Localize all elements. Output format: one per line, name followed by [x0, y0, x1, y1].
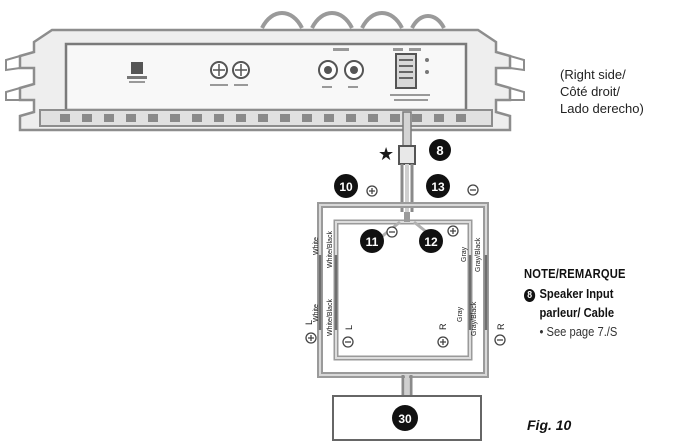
side-note-line-3: Lado derecho)	[560, 101, 644, 116]
label-r-outer: R	[496, 323, 506, 330]
label-white-bottom: White	[313, 304, 320, 322]
note-title: NOTE/REMARQUE	[524, 266, 626, 281]
side-note-line-2: Côté droit/	[560, 84, 620, 99]
svg-text:12: 12	[424, 235, 438, 249]
label-gray-bottom: Gray	[457, 306, 464, 322]
label-white-black-bottom: White/Black	[327, 299, 334, 336]
svg-text:30: 30	[398, 412, 412, 426]
amplifier-side-panel	[5, 11, 525, 132]
label-gray-black-top: Gray/Black	[475, 237, 482, 272]
label-r-inner: R	[438, 323, 448, 330]
svg-text:11: 11	[366, 235, 379, 249]
callout-8: 8	[429, 139, 451, 161]
callout-13: 13	[426, 174, 450, 198]
label-l-outer: L	[304, 320, 314, 325]
note-item-line-2: parleur/ Cable	[539, 305, 615, 320]
label-l-inner: L	[344, 325, 354, 330]
note-item-line-3: • See page 7./S	[539, 324, 618, 339]
callout-11: 11	[360, 229, 384, 253]
note-item-number: 8	[524, 289, 536, 302]
callout-10: 10	[334, 174, 358, 198]
svg-text:8: 8	[436, 143, 443, 158]
label-white-top: White	[313, 237, 320, 255]
label-gray-top: Gray	[461, 246, 468, 262]
label-gray-black-bottom: Gray/Black	[471, 301, 478, 336]
cable-color-labels: White White/Black Gray Gray/Black White …	[304, 231, 506, 336]
callout-markers: 8 10 13 11 12 30	[334, 139, 451, 431]
rca-input-jacks	[318, 48, 364, 88]
side-note-line-1: (Right side/	[560, 67, 626, 82]
callout-12: 12	[419, 229, 443, 253]
speaker-input-connector	[390, 48, 430, 101]
figure-caption: Fig. 10	[527, 417, 572, 433]
polarity-symbols	[305, 184, 506, 348]
svg-text:13: 13	[431, 180, 445, 194]
speaker-input-cable	[398, 111, 416, 212]
speaker-harness	[317, 202, 489, 395]
bottom-vents	[60, 114, 466, 122]
label-white-black-top: White/Black	[327, 231, 334, 268]
star-marker: ★	[378, 144, 394, 164]
panel-logo-icon	[127, 62, 147, 83]
note-item-text-1: Speaker Input	[539, 286, 614, 301]
side-note: (Right side/ Côté droit/ Lado derecho)	[560, 66, 644, 117]
svg-text:10: 10	[339, 180, 353, 194]
callout-30: 30	[392, 405, 418, 431]
speaker-input-plug	[398, 145, 416, 165]
gain-knobs	[210, 61, 250, 86]
heatsink-fins-top	[260, 11, 446, 30]
